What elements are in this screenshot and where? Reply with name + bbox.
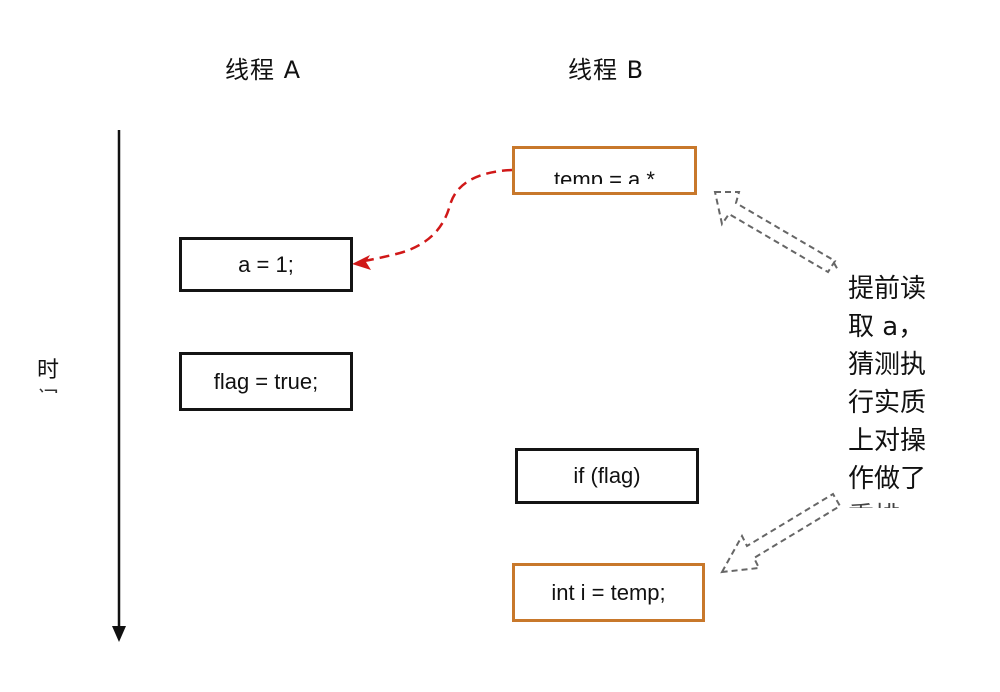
- gray-dashed-arrow-lower: [720, 492, 842, 574]
- note-line-3: 猜测执: [848, 350, 927, 380]
- thread-a-write-a-box: a = 1;: [179, 237, 353, 292]
- thread-b-assign-i-box: int i = temp;: [512, 563, 705, 622]
- red-arrowhead: [352, 255, 371, 270]
- note-line-4: 行实质: [848, 388, 927, 418]
- timeline-arrowhead: [112, 626, 126, 642]
- thread-b-if-flag-label: if (flag): [573, 463, 641, 488]
- thread-b-temp-box: temp = a *: [512, 146, 697, 195]
- timeline-label: 时 间: [37, 356, 71, 393]
- thread-a-write-flag-box: flag = true;: [179, 352, 353, 411]
- note-line-5: 上对操: [848, 426, 927, 456]
- thread-a-header: 线程 A: [225, 56, 302, 84]
- gray-dashed-arrow-upper: [713, 191, 839, 274]
- thread-b-if-flag-box: if (flag): [515, 448, 699, 504]
- note-line-1: 提前读: [848, 274, 927, 304]
- thread-a-write-a-label: a = 1;: [238, 251, 294, 277]
- note-line-cut: 重排: [848, 498, 946, 508]
- thread-b-header: 线程 B: [568, 56, 645, 84]
- note-line-6: 作做了: [848, 464, 927, 494]
- note-line-2: 取 a，: [848, 312, 925, 342]
- thread-a-write-flag-label: flag = true;: [213, 368, 319, 394]
- speculative-read-note: 提前读 取 a， 猜测执 行实质 上对操 作做了 重排: [848, 270, 946, 508]
- red-dashed-read-arrow: [357, 168, 513, 264]
- timeline-label-cut: 间: [37, 386, 71, 393]
- thread-b-assign-i-label: int i = temp;: [551, 579, 666, 605]
- timeline-label-top: 时: [37, 358, 60, 383]
- thread-b-temp-label: temp = a *: [554, 167, 655, 184]
